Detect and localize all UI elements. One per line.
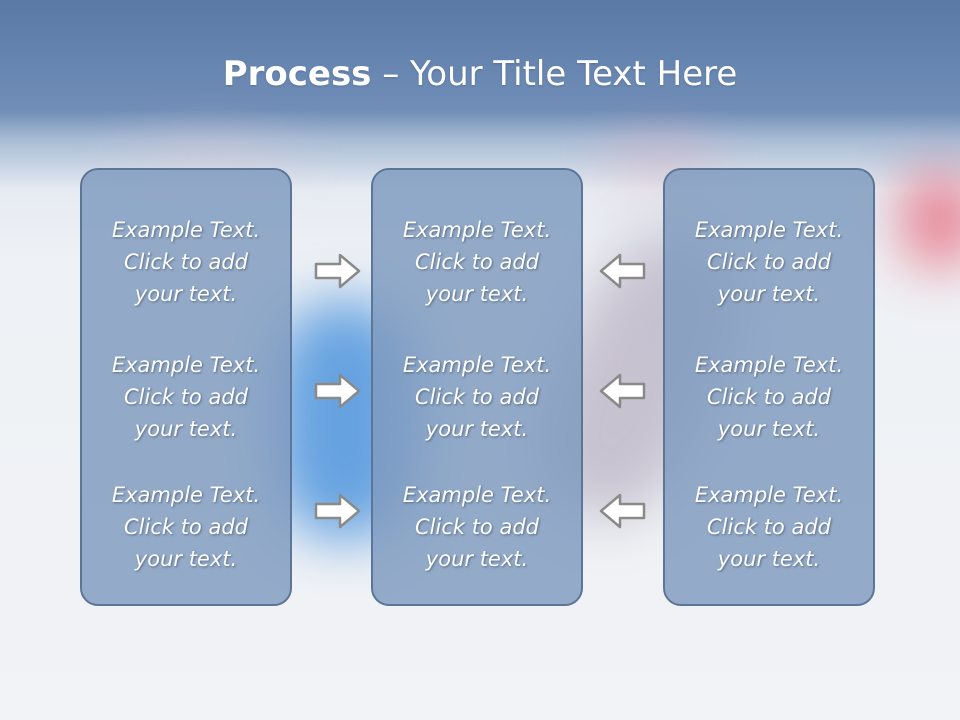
arrow-right-icon xyxy=(314,492,362,530)
panel-text[interactable]: Example Text. Click to add your text. xyxy=(694,353,844,441)
panel-text[interactable]: Example Text. Click to add your text. xyxy=(402,353,552,441)
blurred-background-shape xyxy=(905,175,960,265)
slide-title[interactable]: Process – Your Title Text Here xyxy=(0,52,960,96)
slide-title-bold: Process xyxy=(222,54,372,94)
panel-text[interactable]: Example Text. Click to add your text. xyxy=(111,483,261,571)
arrow-left-icon xyxy=(598,372,646,410)
panel-text[interactable]: Example Text. Click to add your text. xyxy=(694,483,844,571)
arrow-left-icon xyxy=(598,252,646,290)
arrow-right-icon xyxy=(314,252,362,290)
panel-text[interactable]: Example Text. Click to add your text. xyxy=(402,483,552,571)
process-panel-right[interactable]: Example Text. Click to add your text. Ex… xyxy=(663,168,875,606)
slide-title-rest: – Your Title Text Here xyxy=(371,54,738,94)
arrow-left-icon xyxy=(598,492,646,530)
panel-text[interactable]: Example Text. Click to add your text. xyxy=(111,353,261,441)
blurred-background-shape xyxy=(120,140,300,170)
process-panel-center[interactable]: Example Text. Click to add your text. Ex… xyxy=(371,168,583,606)
panel-text[interactable]: Example Text. Click to add your text. xyxy=(111,218,261,306)
panel-text[interactable]: Example Text. Click to add your text. xyxy=(694,218,844,306)
arrow-right-icon xyxy=(314,372,362,410)
panel-text[interactable]: Example Text. Click to add your text. xyxy=(402,218,552,306)
process-panel-left[interactable]: Example Text. Click to add your text. Ex… xyxy=(80,168,292,606)
